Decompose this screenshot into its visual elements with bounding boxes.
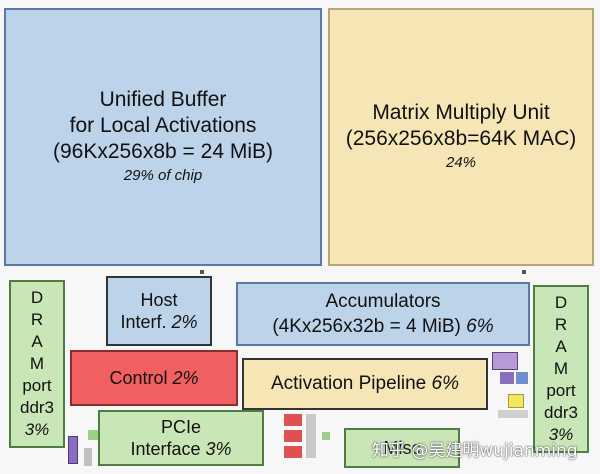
matrix-multiply-unit-block: Matrix Multiply Unit (256x256x8b=64K MAC… — [328, 8, 594, 266]
unified-buffer-title: Unified Buffer — [99, 88, 227, 111]
host-title: Host — [140, 290, 178, 310]
unified-buffer-block: Unified Buffer for Local Activations (96… — [4, 8, 322, 266]
matrix-unit-title: Matrix Multiply Unit — [372, 101, 550, 124]
dram-percent: 3% — [548, 425, 574, 444]
red-tile — [284, 414, 302, 426]
dram-letter: A — [555, 337, 567, 356]
misc-label: Misc — [383, 437, 421, 458]
dram-port-right: D R A M port ddr3 3% — [533, 285, 589, 453]
blue-component — [516, 372, 528, 384]
activation-pipeline-line: Activation Pipeline 6% — [271, 373, 459, 395]
accumulators-percent: 6% — [466, 316, 494, 337]
dram-letter: M — [553, 359, 569, 378]
dram-type-label: ddr3 — [543, 403, 579, 422]
gray-component — [498, 410, 528, 418]
purple-component — [492, 352, 518, 370]
yellow-component — [508, 394, 524, 408]
dram-type-label: ddr3 — [19, 398, 55, 417]
purple-component — [68, 436, 78, 464]
activation-pipeline-label: Activation Pipeline — [270, 373, 427, 394]
host-subtitle: Interf. — [120, 312, 167, 332]
activation-pipeline-percent: 6% — [431, 373, 459, 394]
red-tile — [284, 446, 302, 458]
dram-port-label: port — [22, 376, 52, 395]
gray-component — [84, 448, 92, 466]
control-line: Control 2% — [109, 368, 198, 389]
unified-buffer-subtitle: for Local Activations — [69, 114, 257, 137]
matrix-unit-percent: 24% — [445, 154, 477, 171]
accumulators-size-line: (4Kx256x32b = 4 MiB) 6% — [272, 314, 493, 339]
accumulators-size: (4Kx256x32b = 4 MiB) — [272, 316, 461, 337]
dram-letter: D — [554, 293, 568, 312]
control-label: Control — [109, 367, 168, 388]
dram-letter: R — [30, 310, 44, 329]
dram-port-left: D R A M port ddr3 3% — [9, 280, 65, 448]
speck — [200, 270, 204, 274]
pcie-title: PCIe — [160, 417, 202, 437]
green-component — [88, 430, 98, 440]
red-tile — [284, 430, 302, 442]
dram-port-label: port — [546, 381, 576, 400]
watermark-text: 知乎 @吴建明wujianming — [372, 441, 578, 461]
red-tile — [306, 414, 316, 458]
unified-buffer-percent: 29% of chip — [123, 167, 203, 184]
dram-letter: A — [31, 332, 43, 351]
pcie-interface-block: PCIe Interface 3% — [98, 410, 264, 466]
accumulators-block: Accumulators (4Kx256x32b = 4 MiB) 6% — [236, 282, 530, 346]
dram-letter: R — [554, 315, 568, 334]
pcie-percent: 3% — [205, 439, 232, 459]
host-percent: 2% — [171, 312, 198, 332]
host-subtitle-line: Interf. 2% — [120, 311, 197, 333]
pcie-subtitle: Interface — [130, 439, 201, 459]
host-interface-block: Host Interf. 2% — [106, 276, 212, 346]
accumulators-title: Accumulators — [325, 291, 441, 312]
control-block: Control 2% — [70, 350, 238, 406]
dram-percent: 3% — [24, 420, 50, 439]
pcie-subtitle-line: Interface 3% — [130, 438, 231, 460]
purple-component — [500, 372, 514, 384]
activation-pipeline-block: Activation Pipeline 6% — [242, 358, 488, 410]
dram-letter: D — [30, 288, 44, 307]
dram-letter: M — [29, 354, 45, 373]
control-percent: 2% — [172, 367, 199, 388]
unified-buffer-size: (96Kx256x8b = 24 MiB) — [52, 140, 274, 163]
matrix-unit-size: (256x256x8b=64K MAC) — [345, 127, 577, 150]
small-green-tile — [322, 432, 330, 440]
misc-block: Misc — [344, 428, 460, 468]
speck — [522, 270, 526, 274]
